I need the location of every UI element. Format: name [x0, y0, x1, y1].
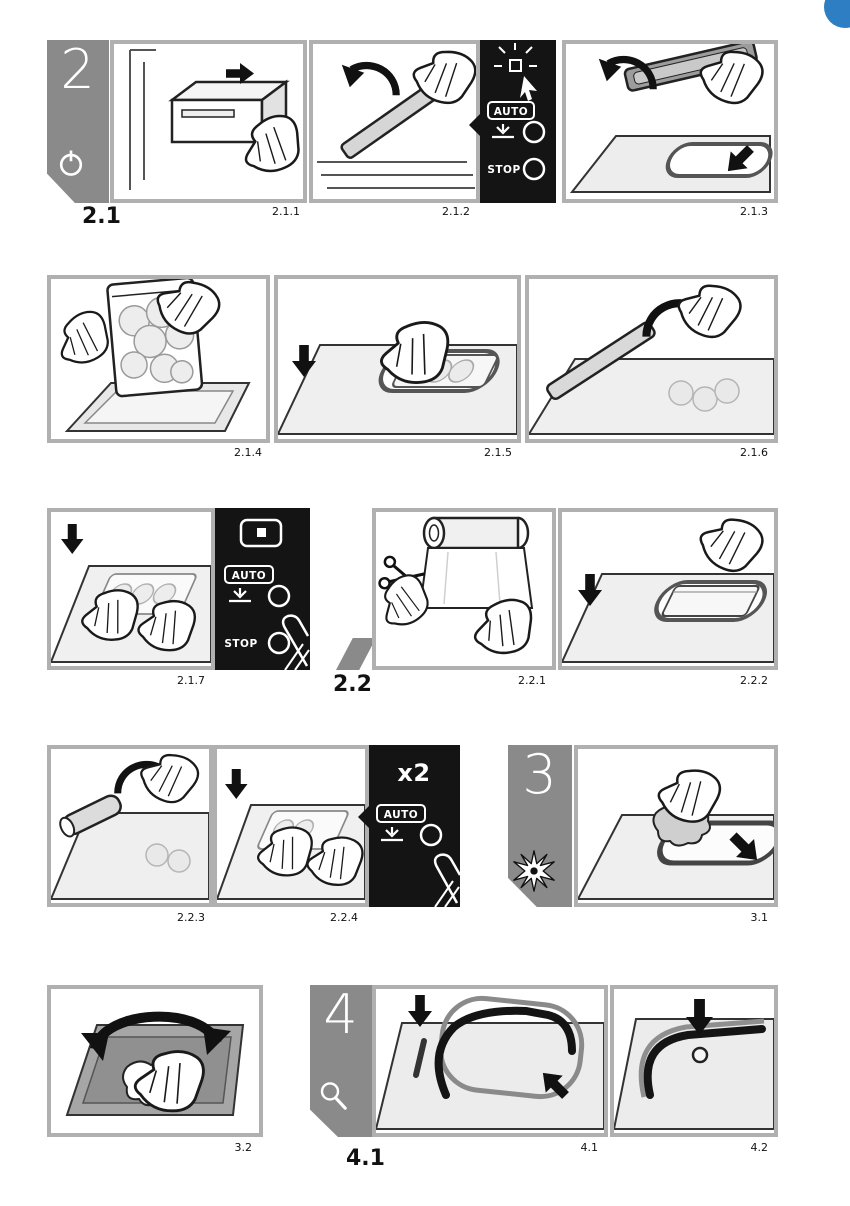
wipe-surface-illustration	[65, 1011, 245, 1116]
blinking-light-icon	[494, 43, 537, 101]
insert-bag-illustration	[562, 512, 774, 663]
panel-label: 3.1	[750, 911, 769, 924]
step-number: 2	[60, 38, 96, 101]
heat-flash-icon	[513, 850, 555, 892]
seal-icon	[227, 586, 253, 603]
panel-label: 2.2.3	[177, 911, 205, 924]
panel-label: 2.2.1	[518, 674, 546, 687]
hold-bag-illustration	[51, 279, 251, 432]
svg-text:STOP: STOP	[224, 638, 257, 650]
gasket-end	[413, 1038, 427, 1078]
pointer-cursor-icon	[520, 76, 537, 101]
panel-label: 2.1.6	[740, 446, 768, 459]
gasket-plug	[691, 1046, 709, 1064]
panel-2-2-2	[558, 508, 778, 670]
close-lid-illustration	[51, 749, 209, 900]
panel-label: 4.1	[580, 1141, 599, 1154]
panel-3-1	[574, 745, 778, 907]
panel-2-2-1	[372, 508, 556, 670]
step-3-tab: 3	[508, 745, 572, 907]
step-4-tab: 4	[310, 985, 372, 1137]
steady-light-icon	[239, 518, 283, 548]
control-panel-callout-auto: AUTO STOP	[469, 40, 556, 203]
press-gasket-illustration	[614, 999, 774, 1130]
section-label: 2.1	[82, 204, 121, 229]
seal-gasket	[643, 1025, 766, 1099]
panel-2-1-5	[274, 275, 521, 443]
panel-label: 2.1.4	[234, 446, 262, 459]
fit-gasket-illustration	[376, 995, 604, 1130]
panel-label: 3.2	[234, 1141, 253, 1154]
step-number: 3	[522, 743, 558, 806]
cut-roll-illustration	[376, 516, 541, 662]
x2-label: x2	[397, 759, 430, 787]
auto-button: AUTO	[487, 101, 546, 144]
press-bag-illustration	[51, 524, 211, 663]
wipe-seal-illustration	[578, 765, 774, 900]
press-bag-illustration	[217, 769, 365, 900]
panel-4-2	[610, 985, 778, 1137]
hand-icon	[671, 279, 746, 345]
panel-2-1-7	[47, 508, 215, 670]
seal-icon	[490, 122, 516, 139]
control-panel-callout-x2: x2 AUTO	[358, 745, 462, 908]
down-arrow-icon	[61, 524, 84, 554]
step-2-tab: 2	[47, 40, 109, 203]
auto-button: AUTO	[224, 565, 310, 671]
panel-label: 2.2.2	[740, 674, 768, 687]
press-finger-icon	[433, 853, 462, 904]
svg-text:AUTO: AUTO	[232, 570, 266, 582]
panel-4-1	[372, 985, 608, 1137]
step-2-2-tab	[336, 638, 376, 670]
curved-arrow-icon	[342, 65, 396, 95]
page-corner-marker	[824, 0, 850, 28]
callout-pointer	[469, 114, 480, 136]
magnifier-icon	[320, 1082, 347, 1110]
down-arrow-icon	[225, 769, 248, 799]
lift-lid-illustration	[317, 44, 476, 189]
drawer-pull-illustration	[129, 49, 303, 190]
section-label: 4.1	[346, 1146, 385, 1171]
seal-icon	[379, 825, 405, 842]
panel-label: 4.2	[750, 1141, 769, 1154]
place-cover-illustration	[569, 44, 773, 193]
panel-2-1-2	[309, 40, 480, 203]
panel-2-1-1	[110, 40, 307, 203]
section-label: 2.2	[333, 672, 372, 697]
control-panel-callout-start: AUTO STOP	[215, 508, 310, 671]
stop-button: STOP	[224, 631, 291, 655]
stop-button: STOP	[487, 157, 546, 181]
hand-icon	[692, 512, 769, 579]
svg-text:AUTO: AUTO	[384, 809, 418, 821]
panel-2-1-4	[47, 275, 270, 443]
svg-text:STOP: STOP	[487, 164, 520, 176]
panel-2-2-4	[213, 745, 369, 907]
panel-label: 2.2.4	[330, 911, 358, 924]
panel-2-1-3	[562, 40, 778, 203]
panel-2-1-6	[525, 275, 778, 443]
lay-bag-illustration	[278, 316, 517, 435]
callout-pointer	[358, 806, 369, 828]
panel-label: 2.1.2	[442, 205, 470, 218]
power-icon	[59, 150, 83, 176]
seal-gasket	[434, 1006, 576, 1099]
close-lid-illustration	[529, 279, 774, 435]
panel-3-2	[47, 985, 263, 1137]
press-finger-icon	[281, 614, 310, 667]
panel-label: 2.1.7	[177, 674, 205, 687]
panel-2-2-3	[47, 745, 213, 907]
step-number: 4	[323, 983, 359, 1046]
panel-label: 2.1.5	[484, 446, 512, 459]
panel-label: 2.1.1	[272, 205, 300, 218]
svg-text:AUTO: AUTO	[494, 106, 528, 118]
auto-button: AUTO	[376, 804, 462, 908]
hand-icon	[134, 749, 203, 810]
panel-label: 2.1.3	[740, 205, 768, 218]
